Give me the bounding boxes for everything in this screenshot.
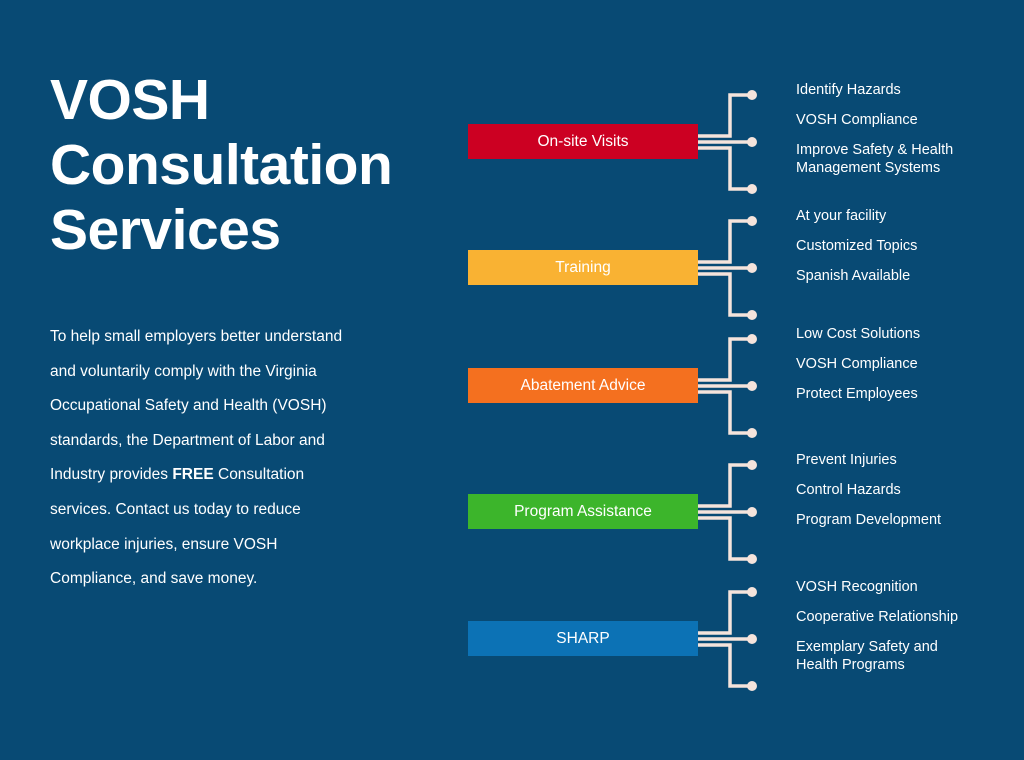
leaf-label: VOSH Compliance — [796, 356, 918, 372]
leaf-label: VOSH Recognition — [796, 579, 918, 595]
category-box-abatement-advice[interactable]: Abatement Advice — [468, 368, 698, 403]
leaf-label: Improve Safety & Health Management Syste… — [796, 142, 954, 176]
category-label: Program Assistance — [514, 502, 652, 520]
category-label: SHARP — [556, 629, 610, 647]
category-box-on-site-visits[interactable]: On-site Visits — [468, 124, 698, 159]
leaf-label: At your facility — [796, 208, 887, 224]
category-box-program-assistance[interactable]: Program Assistance — [468, 494, 698, 529]
body-text-emphasis: FREE — [172, 466, 214, 484]
leaf-label: Protect Employees — [796, 386, 918, 402]
body-paragraph: To help small employers better understan… — [50, 320, 360, 597]
leaf-label: Exemplary Safety and Health Programs — [796, 639, 938, 673]
page-title: VOSH Consultation Services — [50, 68, 393, 262]
category-label: Abatement Advice — [520, 376, 646, 394]
leaf-label: Customized Topics — [796, 238, 918, 254]
category-label: Training — [555, 258, 611, 276]
leaf-label: Low Cost Solutions — [796, 326, 921, 342]
leaf-label: Identify Hazards — [796, 82, 901, 98]
connector-lines — [698, 587, 757, 691]
connector-lines — [698, 334, 757, 438]
leaf-label: Control Hazards — [796, 482, 901, 498]
connector-lines — [698, 216, 757, 320]
leaf-label: Program Development — [796, 512, 942, 528]
leaf-label: Cooperative Relationship — [796, 609, 959, 625]
category-box-sharp[interactable]: SHARP — [468, 621, 698, 656]
leaf-label: VOSH Compliance — [796, 112, 918, 128]
category-box-training[interactable]: Training — [468, 250, 698, 285]
left-column: VOSH Consultation Services — [50, 68, 430, 263]
connector-lines — [698, 460, 757, 564]
body-text-after: Consultation services. Contact us today … — [50, 466, 305, 588]
leaf-label: Spanish Available — [796, 268, 911, 284]
body-text-before: To help small employers better understan… — [50, 328, 343, 484]
leaf-label: Prevent Injuries — [796, 452, 897, 468]
category-label: On-site Visits — [537, 132, 629, 150]
connector-lines — [698, 90, 757, 194]
